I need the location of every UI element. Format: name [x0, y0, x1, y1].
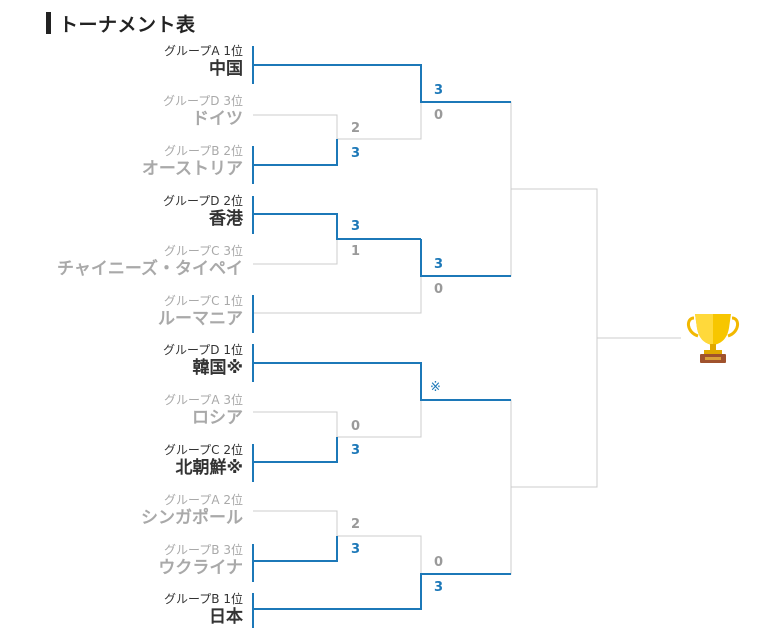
- score-qf-jpn: 3: [434, 580, 443, 595]
- line-r1-hkg-win: [253, 213, 421, 240]
- line-qf-jpn-win: [253, 573, 511, 610]
- team-group: グループC 1位: [163, 294, 243, 308]
- score-r1-sgp: 2: [351, 517, 360, 532]
- team-group: グループB 3位: [164, 543, 243, 557]
- team-slot-6: グループC 1位 ルーマニア: [158, 294, 243, 330]
- mark-qf-kor-prk: ※: [430, 380, 441, 395]
- team-group: グループD 3位: [163, 94, 243, 108]
- team-group: グループA 2位: [164, 493, 243, 507]
- team-name: 香港: [209, 209, 243, 229]
- score-r1-rus: 0: [351, 419, 360, 434]
- team-name: シンガポール: [141, 508, 243, 528]
- line-final: [511, 188, 598, 488]
- team-group: グループB 1位: [164, 592, 243, 606]
- team-name: ウクライナ: [158, 558, 243, 578]
- team-slot-11: グループB 3位 ウクライナ: [158, 543, 243, 579]
- line-sf-bottom: [421, 399, 512, 575]
- team-slot-8: グループA 3位 ロシア: [164, 393, 243, 429]
- line-qf-chn-win: [253, 64, 511, 103]
- line-qf-aut: [337, 90, 422, 140]
- score-r1-tpe: 1: [351, 244, 360, 259]
- team-slot-4: グループD 2位 香港: [163, 194, 243, 230]
- score-qf-ukr: 0: [434, 555, 443, 570]
- page-title: トーナメント表: [46, 10, 196, 36]
- team-group: グループC 3位: [163, 244, 243, 258]
- score-r1-aut: 3: [351, 146, 360, 161]
- trophy-icon: [687, 314, 739, 363]
- line-qf-hkg-win: [420, 239, 511, 277]
- score-r1-prk: 3: [351, 443, 360, 458]
- line-r1-ger: [253, 114, 338, 165]
- team-group: グループD 1位: [163, 343, 243, 357]
- title-bar-decoration: [46, 12, 51, 34]
- score-qf-hkg: 3: [434, 257, 443, 272]
- team-group: グループD 2位: [163, 194, 243, 208]
- team-group: グループA 3位: [164, 393, 243, 407]
- team-slot-12: グループB 1位 日本: [164, 592, 243, 628]
- team-name: 中国: [209, 59, 243, 79]
- team-slot-1: グループA 1位 中国: [164, 44, 243, 80]
- team-slot-9: グループC 2位 北朝鮮※: [164, 443, 243, 479]
- title-text: トーナメント表: [59, 13, 196, 36]
- team-name: ロシア: [192, 408, 243, 428]
- team-slot-10: グループA 2位 シンガポール: [141, 493, 243, 529]
- score-qf-chn: 3: [434, 83, 443, 98]
- score-qf-rou: 0: [434, 282, 443, 297]
- team-slot-3: グループB 2位 オーストリア: [142, 144, 243, 180]
- line-r1-ukr-win: [253, 536, 338, 562]
- team-slot-7: グループD 1位 韓国※: [163, 343, 243, 379]
- team-group: グループA 1位: [164, 44, 243, 58]
- line-r1-tpe: [253, 214, 338, 265]
- team-name: ドイツ: [192, 109, 243, 129]
- team-group: グループC 2位: [163, 443, 243, 457]
- line-r1-prk-win: [253, 437, 338, 463]
- line-qf-ukr: [337, 535, 422, 586]
- team-name: 韓国※: [192, 358, 243, 378]
- team-name: チャイニーズ・タイペイ: [57, 259, 243, 279]
- team-name: オーストリア: [141, 159, 243, 179]
- score-r1-ger: 2: [351, 121, 360, 136]
- line-r1-aut-win: [253, 139, 338, 166]
- score-qf-aut: 0: [434, 108, 443, 123]
- team-name: ルーマニア: [158, 309, 243, 329]
- line-sf-top: [421, 101, 512, 277]
- line-qf-prk: [337, 363, 422, 438]
- score-r1-ukr: 3: [351, 542, 360, 557]
- bracket-lines-blue: [252, 46, 511, 628]
- line-qf-kor: [253, 362, 511, 401]
- line-r1-sgp: [253, 510, 338, 561]
- team-slot-5: グループC 3位 チャイニーズ・タイペイ: [57, 244, 243, 280]
- team-name: 北朝鮮※: [175, 458, 243, 478]
- team-name: 日本: [209, 607, 243, 627]
- team-slot-2: グループD 3位 ドイツ: [163, 94, 243, 130]
- score-r1-hkg: 3: [351, 219, 360, 234]
- team-group: グループB 2位: [164, 144, 243, 158]
- line-r1-rus: [253, 411, 338, 462]
